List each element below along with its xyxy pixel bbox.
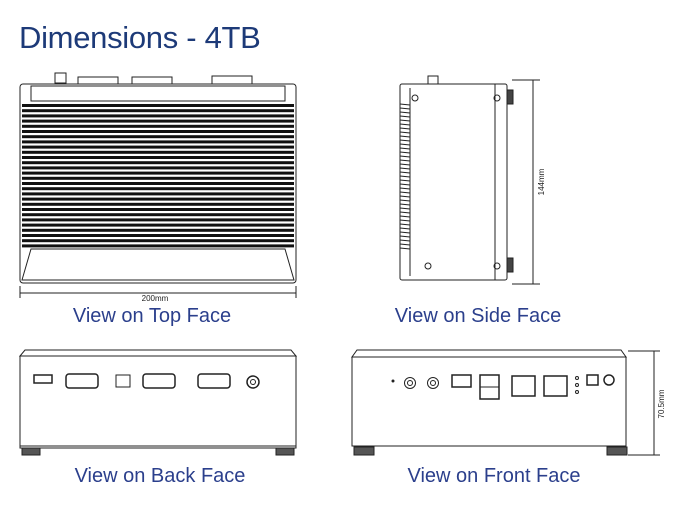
- side-fin: [399, 175, 411, 178]
- side-fin: [399, 203, 411, 206]
- side-fin: [399, 139, 411, 142]
- side-fin: [399, 211, 411, 214]
- front-face-caption: View on Front Face: [407, 465, 581, 487]
- side-fin: [399, 115, 411, 118]
- heatsink-fin: [22, 197, 294, 201]
- side-fin: [399, 179, 411, 182]
- side-fin: [399, 131, 411, 134]
- front-face-drawing: [351, 349, 660, 456]
- side-fin: [399, 227, 411, 230]
- heatsink-fin: [22, 166, 294, 170]
- heatsink-fin: [22, 234, 294, 237]
- side-fin: [399, 119, 411, 122]
- back-face-drawing: [18, 349, 298, 456]
- side-fin: [399, 187, 411, 190]
- heatsink-fin: [22, 192, 294, 196]
- side-fin: [399, 135, 411, 138]
- dio-port: [115, 374, 131, 388]
- side-fin: [399, 239, 411, 242]
- side-fin: [399, 243, 411, 246]
- side-face-caption: View on Side Face: [394, 305, 562, 327]
- side-fin: [399, 183, 411, 186]
- heatsink-fin: [22, 228, 294, 232]
- side-fin: [399, 167, 411, 170]
- side-fin: [399, 163, 411, 166]
- side-fin: [399, 103, 411, 106]
- top-face-drawing: [19, 72, 297, 298]
- side-fin: [399, 123, 411, 126]
- page-title: Dimensions - 4TB: [19, 20, 261, 55]
- switch: [586, 374, 599, 386]
- side-fin: [399, 143, 411, 146]
- heatsink-fin: [22, 135, 294, 139]
- side-fin: [399, 199, 411, 202]
- side-fin: [399, 155, 411, 158]
- side-fin: [399, 191, 411, 194]
- side-fin: [399, 223, 411, 226]
- heatsink-fin: [22, 187, 294, 191]
- power-button: [603, 374, 615, 386]
- side-face-drawing: [399, 75, 540, 285]
- heatsink-fins: [22, 104, 294, 248]
- heatsink-fin: [22, 182, 294, 185]
- lan-port-2: [543, 375, 568, 397]
- heatsink-fin: [22, 239, 294, 243]
- heatsink-fin: [22, 150, 294, 154]
- side-fin: [399, 215, 411, 218]
- heatsink-fin: [22, 223, 294, 227]
- side-fin: [399, 235, 411, 238]
- side-fin: [399, 107, 411, 110]
- heatsink-fin: [22, 202, 294, 206]
- audio-jack-1: [404, 377, 416, 389]
- heatsink-fin: [22, 244, 294, 248]
- heatsink-fin: [22, 161, 294, 165]
- power-jack: [246, 375, 260, 389]
- side-fin: [399, 127, 411, 130]
- heatsink-fin: [22, 218, 294, 222]
- com-port-1: [65, 373, 99, 389]
- side-fin: [399, 151, 411, 154]
- lan-port-1: [511, 375, 536, 397]
- top-face-caption: View on Top Face: [72, 305, 232, 327]
- audio-jack-2: [427, 377, 439, 389]
- side-fin: [399, 171, 411, 174]
- heatsink-fin: [22, 114, 294, 118]
- front-dimension-label: 70.5mm: [657, 389, 666, 418]
- heatsink-fin: [22, 109, 294, 113]
- side-fin: [399, 111, 411, 114]
- heatsink-fin: [22, 119, 294, 123]
- back-face-caption: View on Back Face: [74, 465, 246, 487]
- heatsink-fin: [22, 208, 294, 211]
- side-fin: [399, 159, 411, 162]
- heatsink-fin: [22, 104, 294, 107]
- heatsink-fin: [22, 171, 294, 175]
- heatsink-fin: [22, 124, 294, 128]
- side-fin: [399, 207, 411, 210]
- side-fin: [399, 247, 411, 250]
- com-port-3: [197, 373, 231, 389]
- hdmi-port: [33, 374, 53, 384]
- side-fin: [399, 219, 411, 222]
- top-dimension-label: 200mm: [142, 294, 169, 303]
- heatsink-fin: [22, 156, 294, 159]
- side-fin: [399, 195, 411, 198]
- heatsink-fin: [22, 130, 294, 133]
- heatsink-fin: [22, 176, 294, 180]
- side-fin: [399, 147, 411, 150]
- heatsink-fin: [22, 145, 294, 149]
- com-port-2: [142, 373, 176, 389]
- side-fin: [399, 231, 411, 234]
- side-dimension-label: 144mm: [537, 168, 546, 195]
- usb-port-1: [451, 374, 472, 388]
- heatsink-fin: [22, 213, 294, 217]
- heatsink-fin: [22, 140, 294, 144]
